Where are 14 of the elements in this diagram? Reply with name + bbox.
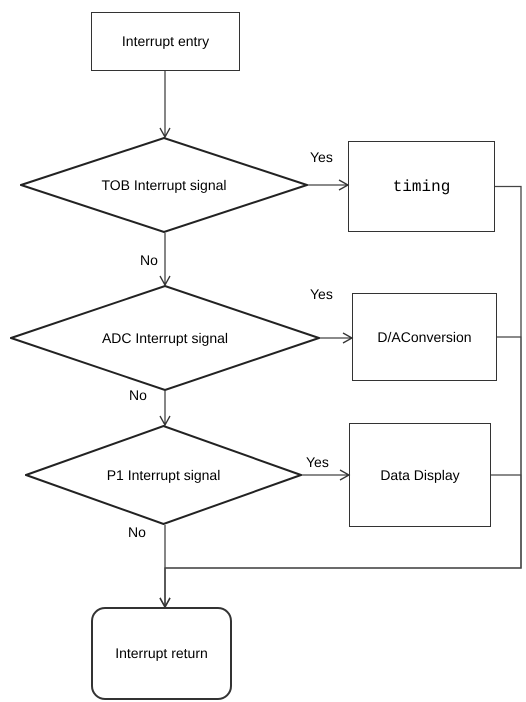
process-box: D/AConversion — [352, 293, 497, 381]
decision-diamond: TOB Interrupt signal — [20, 137, 308, 233]
process-box: Interrupt entry — [91, 12, 240, 71]
arrow — [159, 71, 171, 138]
arrow — [159, 391, 171, 426]
arrow — [302, 469, 350, 481]
arrow — [159, 233, 171, 286]
process-box: timing — [348, 141, 495, 232]
arrow — [308, 179, 349, 191]
terminal-box: Interrupt return — [91, 607, 232, 700]
arrow — [320, 332, 353, 344]
arrow — [159, 474, 522, 608]
decision-diamond: P1 Interrupt signal — [25, 425, 302, 525]
process-box: Data Display — [349, 423, 491, 527]
